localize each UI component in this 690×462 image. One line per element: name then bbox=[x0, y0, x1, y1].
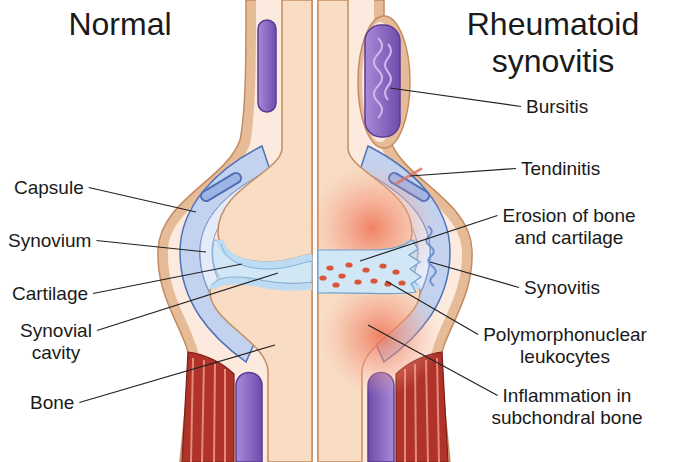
normal-joint bbox=[158, 0, 312, 462]
label-text: Normal bbox=[68, 6, 171, 42]
label-text: Capsule bbox=[14, 177, 84, 198]
label-text: Cartilage bbox=[12, 283, 88, 304]
upper-tendon bbox=[258, 20, 276, 112]
leader-line bbox=[390, 88, 521, 107]
leader-line bbox=[360, 216, 497, 262]
leader-line bbox=[97, 273, 278, 331]
part-label: Polymorphonuclear leukocytes bbox=[466, 324, 664, 368]
part-label: Synovitis bbox=[524, 277, 600, 299]
label-text: Synovitis bbox=[524, 277, 600, 298]
part-label: Tendinitis bbox=[521, 158, 600, 180]
leader-line bbox=[410, 169, 516, 177]
part-label: Synovial cavity bbox=[10, 320, 102, 364]
label-text: Rheumatoid synovitis bbox=[467, 6, 640, 79]
label-text: Inflammation in subchondral bone bbox=[491, 385, 642, 428]
part-label: Capsule bbox=[14, 177, 84, 199]
part-label: Bursitis bbox=[526, 96, 588, 118]
leukocyte bbox=[370, 278, 377, 283]
leader-line bbox=[89, 188, 196, 213]
label-text: Synovium bbox=[8, 230, 91, 251]
leukocyte bbox=[332, 282, 339, 287]
skin-bulge bbox=[358, 16, 410, 148]
synovitis-fold bbox=[426, 226, 436, 286]
bursa bbox=[365, 25, 400, 137]
label-text: Synovial cavity bbox=[20, 320, 92, 363]
part-label: Erosion of bone and cartilage bbox=[486, 205, 652, 249]
leukocyte bbox=[338, 273, 345, 278]
leukocyte bbox=[398, 280, 405, 285]
label-text: Tendinitis bbox=[521, 158, 600, 179]
leader-line bbox=[386, 281, 478, 335]
leukocyte bbox=[392, 269, 399, 274]
leader-line bbox=[368, 325, 498, 396]
eroded-cavity bbox=[318, 240, 421, 294]
leukocyte bbox=[319, 275, 326, 280]
part-label: Cartilage bbox=[12, 283, 88, 305]
leader-line bbox=[79, 345, 275, 403]
bursa-folds bbox=[374, 38, 391, 118]
label-text: Polymorphonuclear leukocytes bbox=[483, 324, 647, 367]
leukocyte bbox=[345, 262, 352, 267]
leader-line bbox=[430, 262, 519, 288]
leukocyte bbox=[354, 279, 361, 284]
label-text: Bone bbox=[30, 392, 74, 413]
leukocytes bbox=[319, 262, 405, 287]
leukocyte bbox=[326, 265, 333, 270]
part-label: Inflammation in subchondral bone bbox=[476, 385, 658, 429]
panel-heading: Rheumatoid synovitis bbox=[428, 6, 678, 80]
panel-heading: Normal bbox=[40, 6, 200, 43]
label-text: Bursitis bbox=[526, 96, 588, 117]
leader-line bbox=[96, 241, 206, 253]
label-text: Erosion of bone and cartilage bbox=[502, 205, 635, 248]
leukocyte bbox=[379, 263, 386, 268]
part-label: Bone bbox=[30, 392, 74, 414]
leader-line bbox=[93, 264, 242, 294]
part-label: Synovium bbox=[8, 230, 91, 252]
leukocyte bbox=[362, 267, 369, 272]
